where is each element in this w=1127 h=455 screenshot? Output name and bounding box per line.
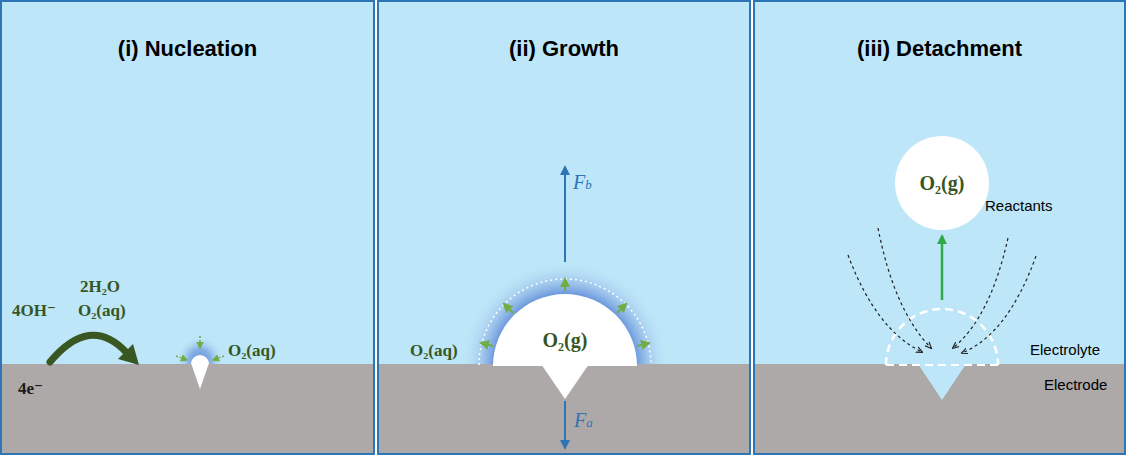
nucleation-site [191, 363, 209, 389]
panel-title: (iii) Detachment [754, 35, 1125, 63]
electrolyte-ground [1, 1, 374, 454]
panel-title: (ii) Growth [378, 35, 750, 63]
reactant-flow [848, 255, 922, 352]
electrolyte-ground [754, 1, 1125, 454]
reaction-arrowhead [118, 344, 139, 365]
product-formula: 2H₂O [80, 276, 120, 298]
force-label: Fa [574, 408, 593, 435]
electrode [754, 364, 1125, 454]
refilled-site [918, 364, 966, 400]
force-label: Fb [573, 170, 592, 197]
panel-title: (i) Nucleation [1, 35, 374, 63]
reactants-label: Reactants [985, 196, 1053, 215]
diffusion-arrow [617, 304, 626, 313]
panel-border [754, 1, 1125, 454]
reactant-formula: 4OH⁻ [12, 300, 56, 322]
former-bubble-base [886, 364, 998, 366]
diffusion-arrow [637, 343, 649, 346]
diffusion-arrow [199, 336, 201, 348]
bubble-fill [493, 294, 637, 366]
electrode-label: Electrode [1044, 375, 1107, 394]
electron-count: 4e⁻ [18, 378, 43, 400]
diffusion-arrow [213, 356, 224, 360]
gas-label: O₂(g) [920, 171, 965, 195]
dissolved-oxygen: O₂(aq) [410, 340, 458, 362]
nucleation-site [541, 364, 589, 399]
electrolyte-label: Electrolyte [1030, 340, 1100, 359]
detached-bubble: O₂(g) [895, 136, 989, 230]
dissolved-oxygen: O₂(aq) [228, 340, 276, 362]
product-formula: O₂(aq) [78, 300, 126, 322]
electrode [1, 364, 374, 454]
diffusion-arrow [176, 356, 187, 360]
boundary-layer [479, 279, 651, 365]
stage-panel: (i) Nucleation [1, 1, 374, 454]
stage-panel: (ii) GrowthO₂(g) [378, 1, 750, 454]
adhesion-arrow [564, 401, 566, 448]
diffusion-arrow [504, 304, 513, 313]
electrolyte-ground [378, 1, 750, 454]
reaction-arrow [50, 335, 126, 362]
diffusion-arrow [564, 279, 566, 291]
panel-border [378, 1, 750, 454]
bubble-fill [895, 136, 989, 230]
rise-arrow [941, 236, 944, 300]
panel-border [1, 1, 374, 454]
nucleus-bubble [191, 355, 209, 364]
reactant-flow [962, 256, 1036, 353]
reactant-flow [878, 228, 931, 348]
reactant-flow [953, 238, 1008, 348]
buoyancy-arrow [564, 167, 566, 262]
former-bubble-outline [886, 309, 998, 365]
gas-label: O₂(g) [543, 328, 588, 352]
electrode [378, 364, 750, 454]
diffusion-arrow [481, 343, 493, 346]
growing-bubble: O₂(g) [493, 294, 637, 366]
